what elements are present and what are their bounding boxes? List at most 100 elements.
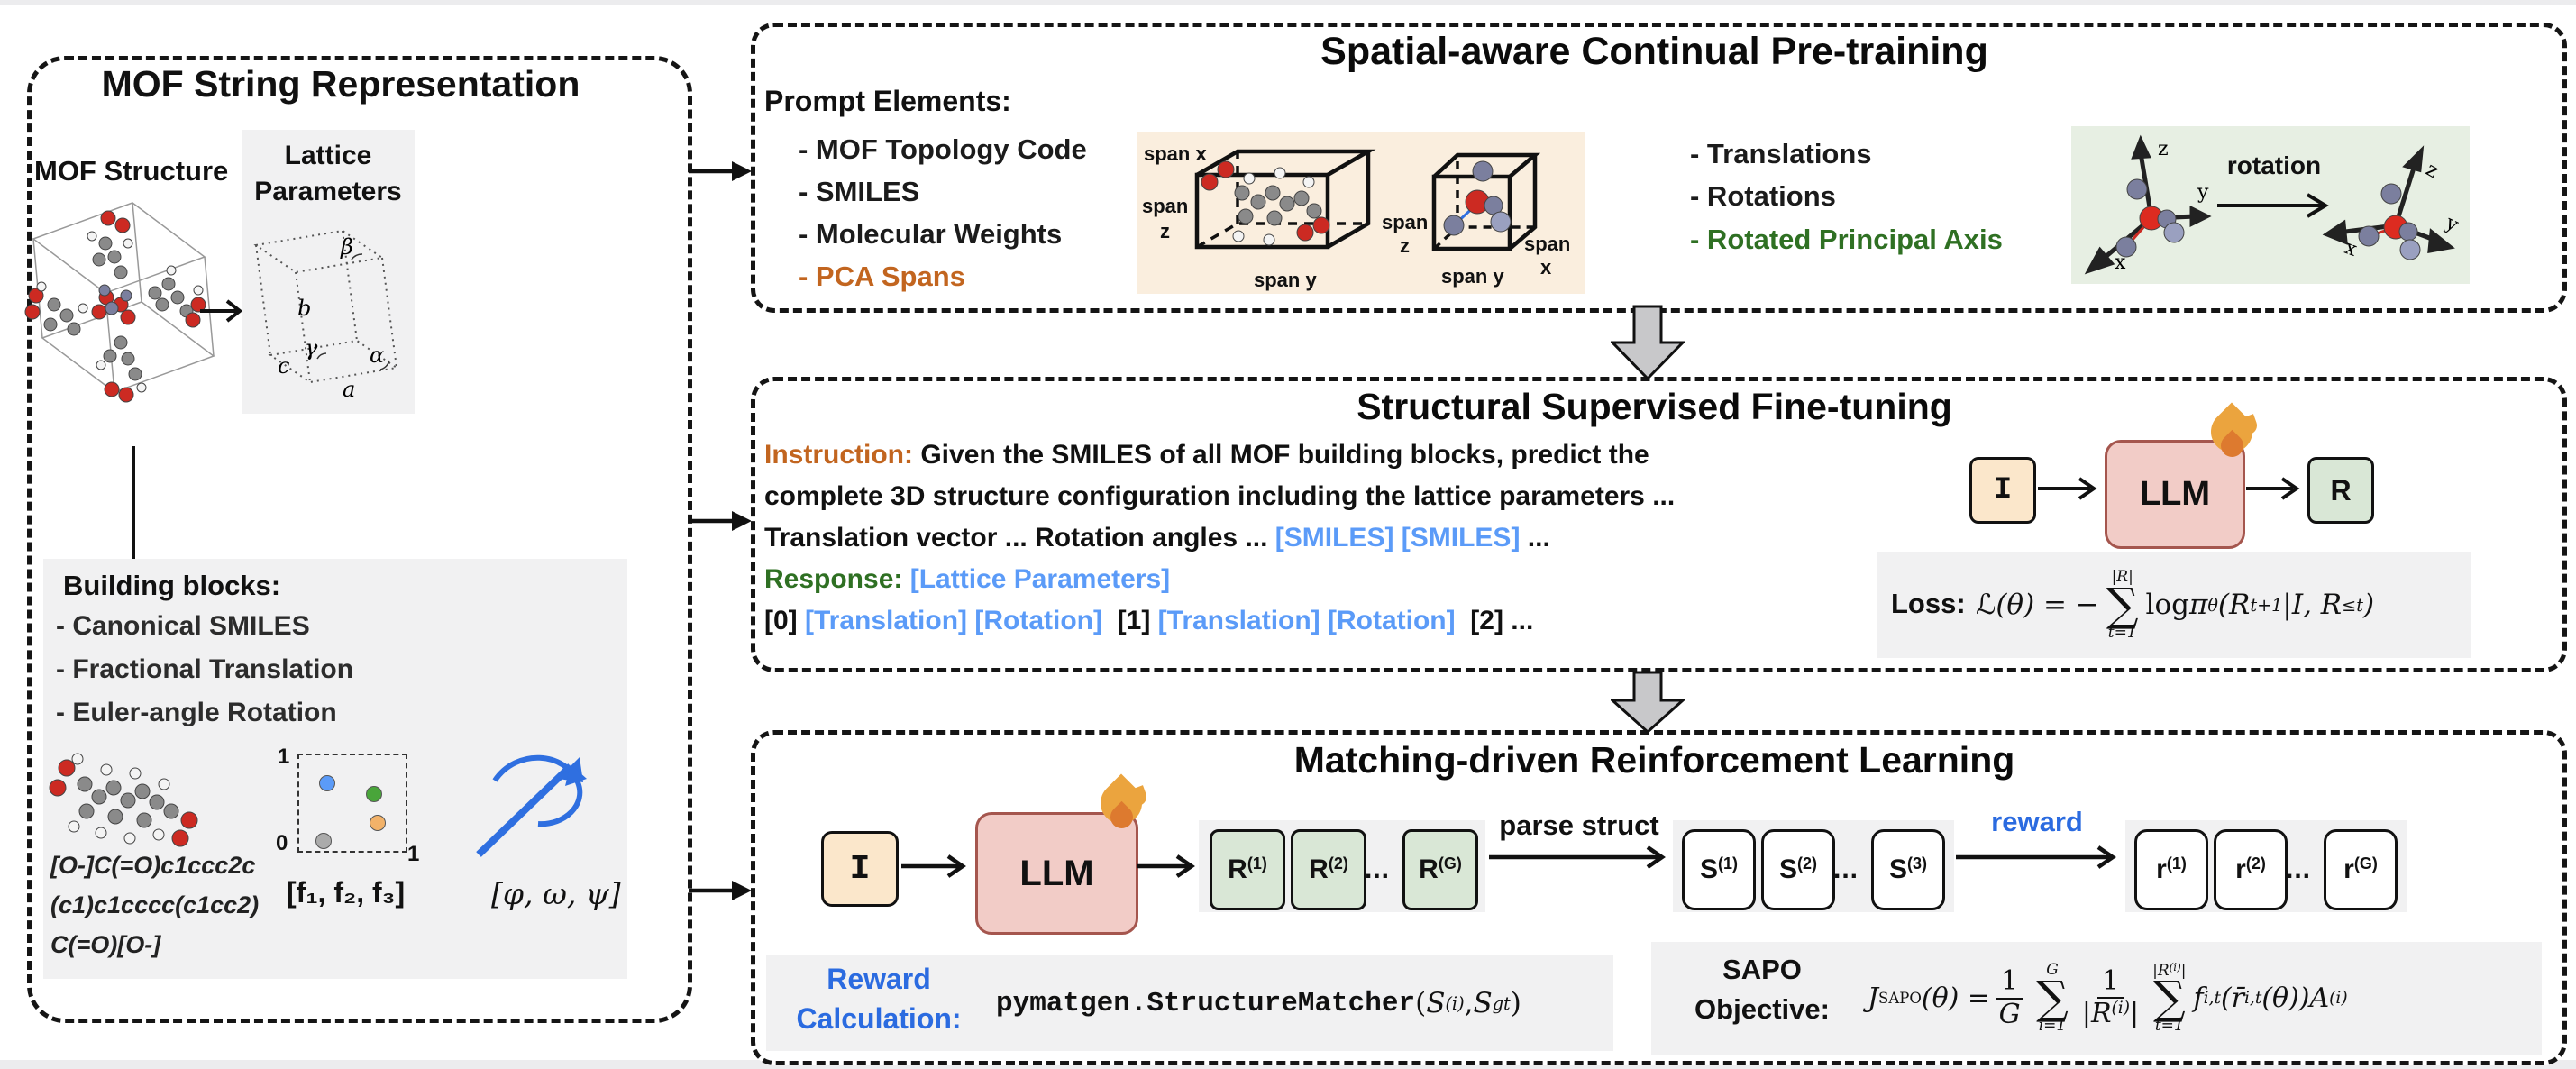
r-box-1: R(1) bbox=[1210, 829, 1285, 910]
building-blocks-title: Building blocks: bbox=[63, 570, 281, 601]
pca-span-cubes: span x span z span y span z span y span … bbox=[1137, 132, 1585, 294]
block-arrow-pretrain-to-sft bbox=[1611, 305, 1685, 380]
axis-y-right: y bbox=[2442, 211, 2462, 237]
pretrain-item-translations: - Translations bbox=[1690, 138, 1872, 169]
sapo-sum-1: G∑i=1 bbox=[2036, 961, 2069, 1035]
left-panel-title: MOF String Representation bbox=[101, 63, 580, 105]
reward-calc-label-1: Reward bbox=[827, 963, 931, 995]
smiles-line-3: C(=O)[O-] bbox=[50, 931, 161, 958]
s-box-2: S(2) bbox=[1761, 829, 1835, 910]
span-z-axis-right: z bbox=[1400, 234, 1410, 257]
reward-box-g: r(G) bbox=[2324, 829, 2398, 910]
sapo-sum-2: |R(i)|∑t=1 bbox=[2152, 960, 2187, 1036]
sft-title: Structural Supervised Fine-tuning bbox=[1357, 386, 1952, 427]
square-label-one-top: 1 bbox=[278, 745, 290, 769]
lattice-title-line1: Lattice bbox=[284, 141, 372, 170]
response-label: Response: bbox=[764, 564, 903, 594]
fractional-dot-blue bbox=[319, 775, 335, 791]
lattice-label-gamma: γ bbox=[305, 335, 318, 361]
s-box-3: S(3) bbox=[1871, 829, 1945, 910]
panel-sft bbox=[751, 377, 2567, 672]
span-cube-right bbox=[1431, 152, 1540, 251]
s-dots: ... bbox=[1833, 854, 1859, 884]
sapo-frac-2: 1|R(i)| bbox=[2081, 964, 2140, 1030]
sft-line-3: Translation vector ... Rotation angles .… bbox=[764, 523, 1550, 553]
lattice-title-line2: Parameters bbox=[254, 177, 402, 206]
span-z-word-right: span bbox=[1382, 211, 1429, 233]
reward-dots: ... bbox=[2286, 854, 2312, 884]
sft-input-box: I bbox=[1969, 457, 2036, 524]
lattice-label-a: a bbox=[343, 377, 355, 402]
arrow-rl-i-to-llm bbox=[901, 854, 966, 878]
r-box-g: R(G) bbox=[1402, 829, 1478, 910]
mof-structure-label: MOF Structure bbox=[34, 155, 229, 187]
parse-struct-label: parse struct bbox=[1499, 809, 1659, 841]
loss-sum: |R| ∑ t=1 bbox=[2106, 567, 2139, 642]
fractional-dot-gray bbox=[315, 833, 332, 849]
prompt-item-weights: - Molecular Weights bbox=[799, 218, 1063, 250]
span-x-axis-right: x bbox=[1540, 256, 1552, 279]
span-z-axis-left: z bbox=[1160, 220, 1170, 242]
lattice-label-beta: β bbox=[340, 234, 353, 260]
rl-llm-box: LLM bbox=[975, 812, 1138, 935]
sapo-label-1: SAPO bbox=[1722, 954, 1802, 985]
top-edge-strip bbox=[0, 0, 2576, 5]
arrow-structure-to-lattice bbox=[200, 299, 243, 323]
span-y-label-left: span y bbox=[1254, 269, 1317, 291]
lattice-label-b: b bbox=[297, 296, 311, 321]
prompt-item-pca-spans: - PCA Spans bbox=[799, 260, 965, 292]
sapo-label-2: Objective: bbox=[1694, 993, 1830, 1025]
sft-line-1: Instruction: Given the SMILES of all MOF… bbox=[764, 440, 1649, 470]
smiles-line-1: [O-]C(=O)c1ccc2c bbox=[50, 852, 256, 879]
fractional-dot-orange bbox=[370, 815, 386, 831]
arrow-left-to-sft bbox=[689, 511, 752, 531]
pretrain-item-rotated-axis: - Rotated Principal Axis bbox=[1690, 224, 2003, 255]
lattice-parameters-box: Lattice Parameters β b γ c α a bbox=[242, 130, 415, 414]
axis-y-left: y bbox=[2197, 181, 2209, 204]
sft-line-4: Response: [Lattice Parameters] bbox=[764, 564, 1171, 594]
sapo-box bbox=[1651, 942, 2542, 1055]
lattice-label-alpha: α bbox=[370, 343, 384, 368]
axis-z-right: z bbox=[2422, 159, 2443, 183]
arrow-reward bbox=[1956, 845, 2116, 869]
principal-axes-rotation: z y x z y x rotation bbox=[2071, 126, 2470, 284]
building-blocks-box bbox=[43, 559, 627, 979]
fractional-dot-green bbox=[366, 786, 382, 802]
pretraining-title: Spatial-aware Continual Pre-training bbox=[1320, 30, 1988, 73]
axis-x-left: x bbox=[2115, 251, 2126, 274]
reward-calc-label-2: Calculation: bbox=[796, 1002, 962, 1035]
building-blocks-item-rotation: - Euler-angle Rotation bbox=[56, 698, 337, 727]
reward-calc-box bbox=[766, 955, 1613, 1051]
arrow-sft-llm-to-r bbox=[2246, 477, 2300, 500]
fractional-coordinates-square bbox=[297, 754, 407, 853]
s-box-1: S(1) bbox=[1682, 829, 1756, 910]
r-box-2: R(2) bbox=[1291, 829, 1366, 910]
sft-text-block: Instruction: Given the SMILES of all MOF… bbox=[764, 434, 1675, 642]
prompt-item-topology: - MOF Topology Code bbox=[799, 133, 1087, 165]
mof-structure-image bbox=[24, 202, 215, 403]
rotation-arrow-icon bbox=[476, 754, 587, 857]
loss-box bbox=[1877, 552, 2471, 658]
rl-title: Matching-driven Reinforcement Learning bbox=[1293, 739, 2015, 781]
arrow-left-to-rl bbox=[689, 881, 752, 900]
span-cube-left bbox=[1194, 149, 1376, 250]
span-z-word-left: span bbox=[1142, 195, 1189, 217]
reward-box-1: r(1) bbox=[2134, 829, 2208, 910]
building-block-molecule bbox=[49, 753, 198, 847]
span-x-label-left: span x bbox=[1144, 142, 1207, 165]
euler-caption: [φ, ω, ψ] bbox=[491, 876, 621, 911]
lattice-label-c: c bbox=[278, 353, 289, 379]
rotation-label: rotation bbox=[2226, 151, 2322, 179]
sft-llm-box: LLM bbox=[2105, 440, 2245, 549]
fractional-caption: [f₁, f₂, f₃] bbox=[287, 876, 406, 909]
building-blocks-item-translation: - Fractional Translation bbox=[56, 654, 354, 684]
arrow-rl-llm-to-r bbox=[1137, 854, 1195, 878]
r-dots: ... bbox=[1365, 854, 1391, 884]
building-blocks-item-smiles: - Canonical SMILES bbox=[56, 611, 310, 641]
prompt-elements-label: Prompt Elements: bbox=[764, 85, 1011, 117]
